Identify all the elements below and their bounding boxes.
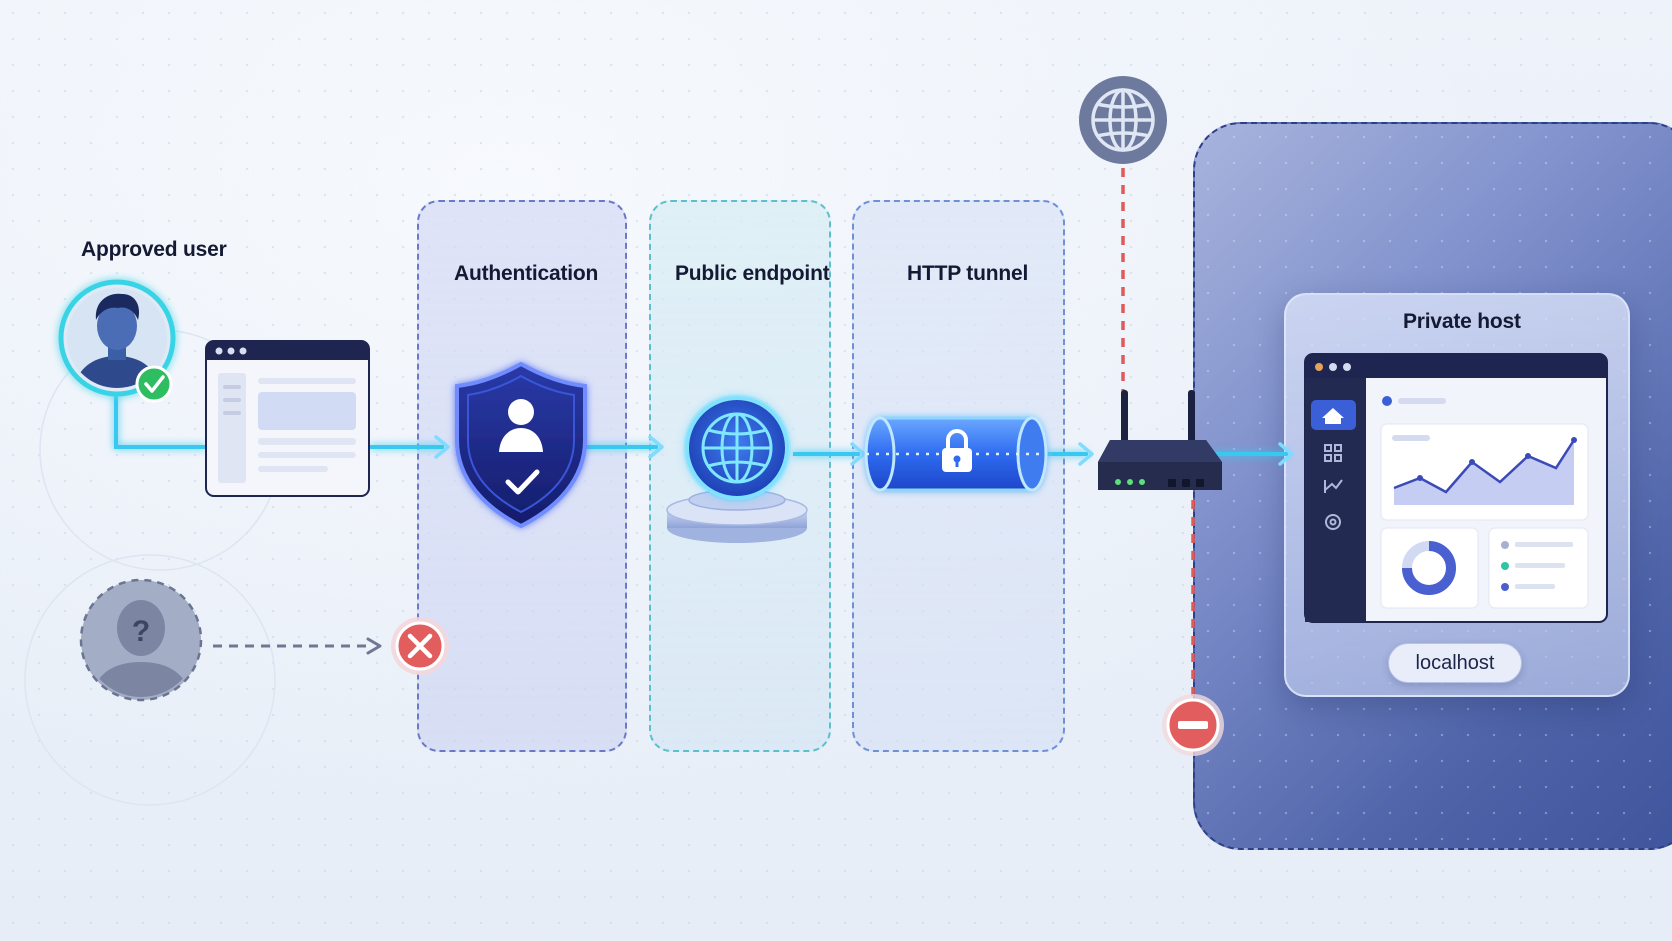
- internet-globe-icon: [1079, 76, 1167, 164]
- authentication-label: Authentication: [454, 262, 599, 285]
- svg-text:?: ?: [132, 615, 150, 648]
- blocked-minus-icon: [1162, 694, 1224, 756]
- unknown-user-icon: ?: [79, 578, 203, 702]
- http-tunnel-label: HTTP tunnel: [907, 262, 1029, 285]
- approved-user-label: Approved user: [81, 238, 227, 261]
- browser-window-icon: [205, 340, 370, 497]
- flow-arrowheads: [434, 435, 1294, 466]
- localhost-pill: localhost: [1388, 643, 1522, 683]
- approved-user-avatar-icon: [58, 279, 176, 403]
- decor-ring: [24, 554, 276, 806]
- private-host-label: Private host: [1403, 310, 1521, 333]
- deny-x-icon: [391, 617, 449, 675]
- globe-endpoint-icon: [666, 394, 808, 543]
- dashboard-icon: [1304, 353, 1608, 623]
- router-icon: [1098, 390, 1222, 490]
- denied-arrowhead: [366, 637, 382, 655]
- shield-user-check-icon: [455, 361, 587, 529]
- public-endpoint-label: Public endpoint: [675, 262, 830, 285]
- tunnel-lock-icon: [864, 416, 1048, 492]
- flow-path: [114, 390, 1288, 456]
